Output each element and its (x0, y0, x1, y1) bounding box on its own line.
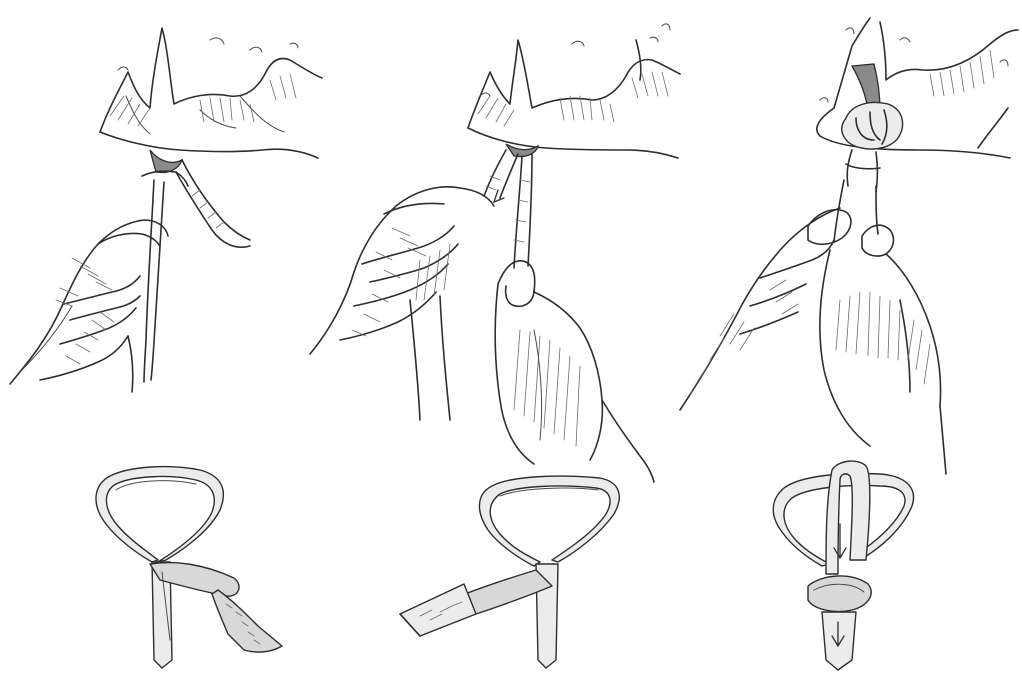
left-hand-icon (310, 187, 494, 420)
knot (808, 576, 871, 612)
collar-icon (468, 24, 680, 158)
tie-diagram-2 (400, 476, 619, 668)
wide-end (822, 612, 856, 670)
wide-end (212, 590, 282, 652)
knot-icon (842, 64, 903, 192)
step-2-hand-drawing (310, 24, 680, 482)
left-hand-icon (680, 208, 851, 410)
right-hand-icon (495, 261, 654, 482)
step-3-hand-drawing (680, 18, 1018, 474)
wide-end (400, 584, 476, 636)
tie-diagram-1 (96, 467, 282, 668)
tie-icon (484, 144, 538, 268)
right-hand-icon (820, 180, 946, 474)
collar-icon (100, 28, 322, 158)
tie-icon (142, 150, 250, 382)
tie-diagram-3 (773, 461, 913, 670)
step-1-hand-drawing (10, 28, 322, 392)
